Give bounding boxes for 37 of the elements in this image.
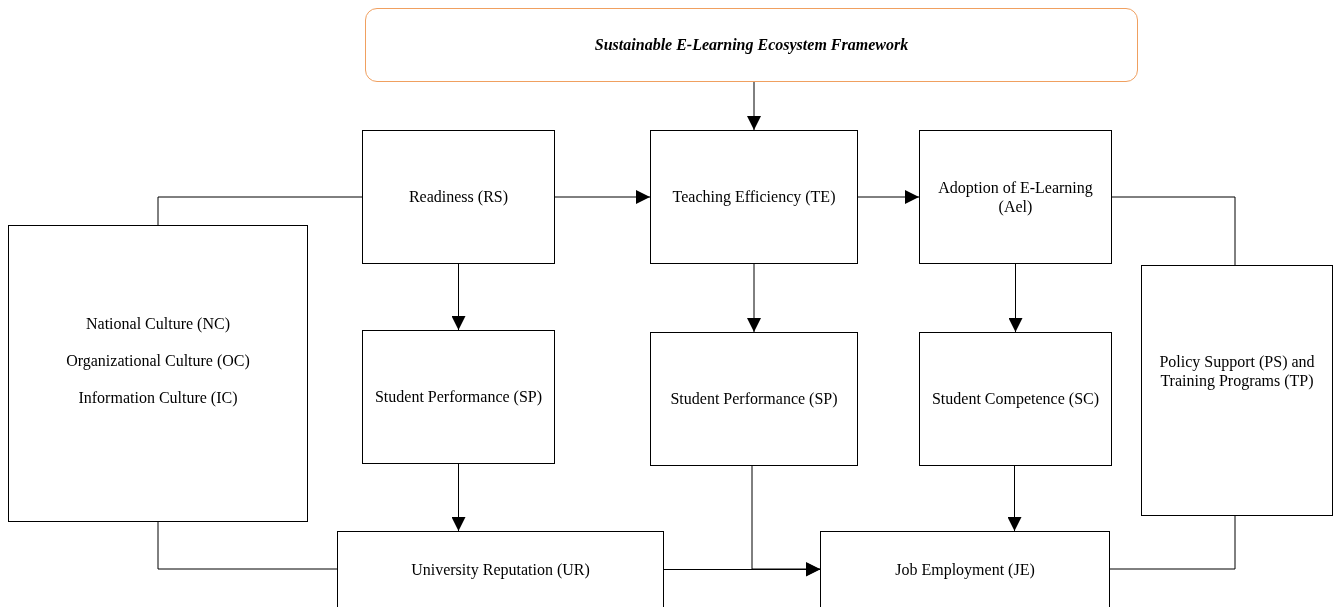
node-label: Job Employment (JE) bbox=[895, 559, 1035, 580]
outcome-box bbox=[337, 531, 664, 607]
node-label: Student Performance (SP) bbox=[670, 389, 838, 409]
arrow bbox=[857, 190, 920, 204]
node-label: University Reputation (UR) bbox=[411, 559, 590, 580]
title-text: Sustainable E-Learning Ecosystem Framework bbox=[594, 35, 909, 55]
outcome-box bbox=[820, 531, 1110, 607]
process-box bbox=[362, 130, 555, 264]
arrow bbox=[747, 263, 761, 333]
node-label: Teaching Efficiency (TE) bbox=[672, 187, 836, 207]
arrow bbox=[747, 81, 761, 131]
arrow bbox=[554, 190, 651, 204]
node-label: Student Competence (SC) bbox=[931, 389, 1100, 409]
arrow bbox=[1007, 465, 1022, 532]
process-box bbox=[1141, 265, 1333, 516]
node-label: Policy Support (PS) and Training Programs (TP) bbox=[1158, 352, 1316, 391]
node-label: Readiness (RS) bbox=[408, 187, 509, 207]
node-label: Student Performance (SP) bbox=[374, 387, 543, 407]
arrow bbox=[751, 465, 821, 576]
process-box bbox=[919, 130, 1112, 264]
factor-box bbox=[8, 225, 308, 522]
process-box bbox=[919, 332, 1112, 466]
connector-line bbox=[157, 196, 363, 226]
process-box bbox=[650, 130, 858, 264]
node-label: Organizational Culture (OC) bbox=[66, 351, 250, 371]
arrow bbox=[1008, 263, 1023, 333]
arrow bbox=[451, 463, 466, 532]
title-box bbox=[365, 8, 1138, 82]
node-label: National Culture (NC) bbox=[86, 314, 230, 334]
process-box bbox=[362, 330, 555, 464]
connector-line bbox=[1111, 196, 1236, 266]
connector-line bbox=[1109, 515, 1236, 570]
node-label: Adoption of E-Learning (Ael) bbox=[937, 177, 1094, 217]
process-box bbox=[650, 332, 858, 466]
arrow bbox=[451, 263, 466, 331]
connector-line bbox=[157, 521, 338, 570]
node-label: Information Culture (IC) bbox=[78, 388, 238, 408]
